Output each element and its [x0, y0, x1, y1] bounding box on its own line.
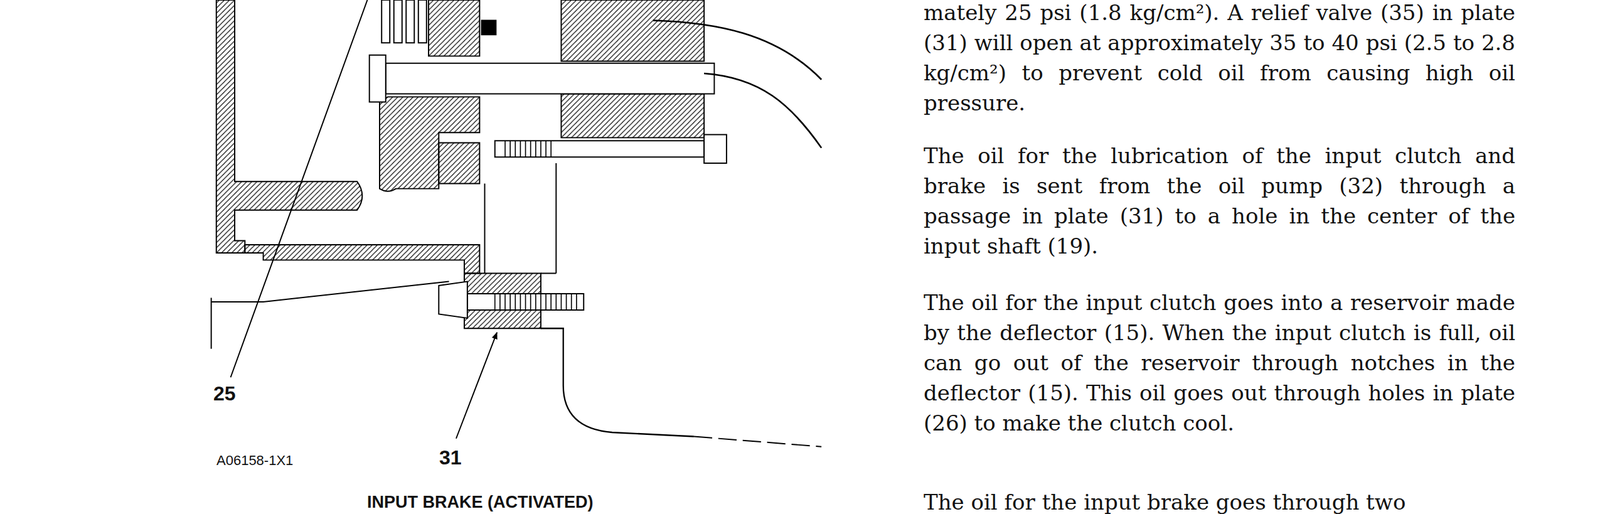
piston-block	[560, 94, 704, 139]
shaft-head	[369, 55, 386, 103]
body-paragraph: The oil for the input clutch goes into a…	[923, 287, 1516, 438]
housing-outline	[693, 436, 822, 447]
bolt-head	[704, 134, 727, 164]
housing-bottom	[244, 244, 480, 274]
housing-outline	[653, 20, 822, 80]
callout-number: 31	[439, 446, 462, 469]
body-paragraph: mately 25 psi (1.8 kg/cm²). A relief val…	[923, 0, 1516, 118]
leader-line	[456, 332, 497, 439]
body-paragraph: The oil for the lubrication of the input…	[923, 140, 1516, 262]
figure-code: A06158-1X1	[216, 453, 294, 469]
plate-web	[484, 163, 556, 274]
housing-flange	[438, 143, 480, 184]
bolt-shank	[495, 140, 704, 157]
housing-outline	[211, 281, 450, 349]
clutch-disc	[418, 0, 427, 43]
thread-lines	[505, 140, 551, 157]
piston-block	[560, 0, 704, 62]
body-paragraph: The oil for the input brake goes through…	[923, 486, 1516, 514]
thread-lines	[495, 293, 577, 310]
shaft	[385, 63, 715, 95]
callout-number: 25	[213, 382, 236, 405]
brake-hub	[379, 96, 480, 191]
housing-outline	[704, 73, 822, 149]
bolt-shank	[467, 293, 584, 310]
clutch-hub	[428, 0, 480, 56]
housing-outline	[540, 328, 694, 437]
clutch-disc	[394, 0, 403, 43]
seal	[481, 20, 497, 36]
bolt-head	[438, 281, 468, 319]
figure-caption: INPUT BRAKE (ACTIVATED)	[367, 493, 593, 512]
leader-line	[230, 0, 368, 378]
clutch-disc	[381, 0, 390, 43]
clutch-disc	[405, 0, 415, 43]
